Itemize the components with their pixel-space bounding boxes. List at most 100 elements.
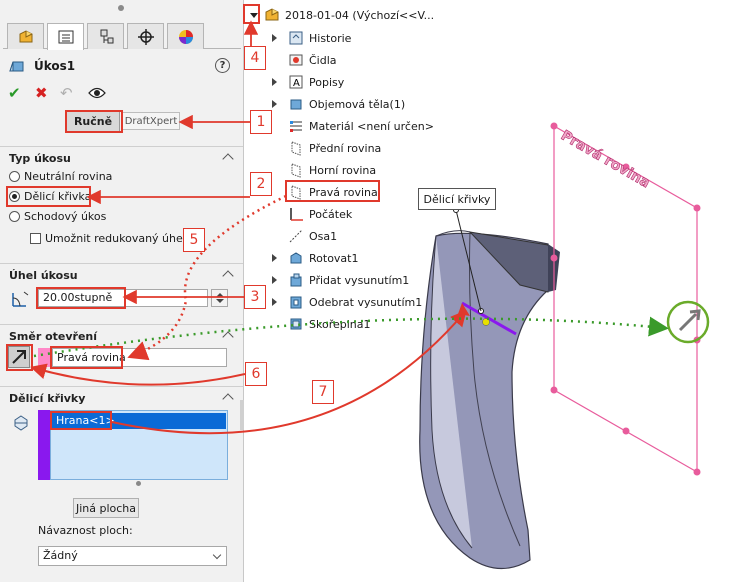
radio-neutral-plane[interactable]: Neutrální rovina — [9, 168, 112, 184]
collapse-caret-icon[interactable] — [222, 153, 234, 165]
spin-up-icon[interactable] — [216, 293, 224, 297]
revolve-icon — [290, 252, 302, 264]
list-resize-grip[interactable] — [136, 481, 141, 486]
expand-caret-icon[interactable] — [272, 34, 277, 42]
caret-down-icon[interactable] — [250, 12, 258, 18]
sensors-icon — [289, 54, 303, 66]
tree-item-label: Přední rovina — [309, 141, 382, 155]
section-title: Úhel úkosu — [9, 269, 78, 282]
radio-step-draft[interactable]: Schodový úkos — [9, 208, 106, 224]
section-title: Směr otevření — [9, 330, 98, 343]
tree-item[interactable]: A Popisy — [272, 73, 345, 91]
parting-line-tag: Dělicí křivky — [418, 188, 496, 210]
tree-item-label: Objemová těla(1) — [309, 97, 406, 111]
parting-lines-section-header[interactable]: Dělicí křivky — [0, 386, 243, 408]
panel-grip[interactable] — [118, 5, 124, 11]
tree-item-label: Materiál <není určen> — [309, 119, 434, 133]
property-manager-tab[interactable] — [47, 23, 84, 50]
face-propagation-select[interactable]: Žádný — [38, 546, 227, 566]
property-manager: Úkos1 ? ✔ ✖ ↶ Ručně DraftXpert Typ úkosu… — [0, 0, 244, 582]
draft-angle-input[interactable]: 20.00stupně — [38, 289, 208, 307]
draftxpert-button[interactable]: DraftXpert — [122, 112, 180, 130]
dimxpert-icon — [137, 28, 154, 45]
selection-color-bar — [38, 410, 50, 480]
display-manager-icon — [178, 29, 193, 44]
display-manager-tab[interactable] — [167, 23, 204, 49]
tree-item-label: Čidla — [309, 53, 337, 67]
preview-eye-icon[interactable] — [88, 86, 106, 100]
tree-item-label: Popisy — [309, 75, 345, 89]
tree-item[interactable]: Rotovat1 — [272, 249, 358, 267]
property-manager-icon — [58, 30, 73, 44]
tree-collapse-button[interactable] — [244, 6, 258, 24]
tree-item[interactable]: Přidat vysunutím1 — [272, 271, 409, 289]
dimxpert-tab[interactable] — [127, 23, 164, 49]
arrow-up-right-icon — [12, 350, 26, 364]
ok-check-icon[interactable]: ✔ — [8, 84, 21, 102]
material-icon — [290, 121, 302, 132]
collapse-caret-icon[interactable] — [222, 393, 234, 405]
extrude-boss-icon — [290, 273, 302, 287]
undo-icon[interactable]: ↶ — [60, 84, 73, 102]
expand-caret-icon[interactable] — [272, 100, 277, 108]
collapse-caret-icon[interactable] — [222, 331, 234, 343]
expand-caret-icon[interactable] — [272, 78, 277, 86]
checkbox-icon[interactable] — [30, 233, 41, 244]
parting-lines-list[interactable]: Hrana<1> — [50, 410, 228, 480]
reverse-direction-button[interactable] — [8, 346, 30, 368]
pull-direction-arrow-icon — [666, 300, 710, 344]
tree-item[interactable]: Horní rovina — [288, 161, 376, 179]
angle-spinner[interactable] — [211, 289, 228, 307]
draft-angle-section-header[interactable]: Úhel úkosu — [0, 263, 243, 285]
tree-item[interactable]: Osa1 — [288, 227, 337, 245]
tree-item[interactable]: Čidla — [288, 51, 337, 69]
tree-item[interactable]: Historie — [272, 29, 351, 47]
tree-item[interactable]: Materiál <není určen> — [288, 117, 434, 135]
plane-icon — [291, 185, 301, 200]
radio-circle-icon[interactable] — [9, 170, 20, 182]
spin-down-icon[interactable] — [216, 299, 224, 303]
tree-item[interactable]: Počátek — [288, 205, 352, 223]
chevron-down-icon[interactable] — [212, 550, 222, 560]
feature-header: Úkos1 ? — [8, 58, 236, 76]
collapse-caret-icon[interactable] — [222, 270, 234, 282]
tree-item[interactable]: Odebrat vysunutím1 — [272, 293, 422, 311]
help-icon[interactable]: ? — [215, 58, 230, 73]
feature-title: Úkos1 — [34, 59, 76, 73]
tree-item[interactable]: Přední rovina — [288, 139, 381, 157]
tree-item[interactable]: Pravá rovina — [288, 183, 378, 201]
configuration-manager-tab[interactable] — [87, 23, 124, 49]
allow-reduced-angle-checkbox[interactable]: Umožnit redukovaný úhel — [30, 232, 186, 245]
plane-label: Pravá rovina — [558, 128, 653, 192]
other-face-button[interactable]: Jiná plocha — [73, 498, 139, 518]
tree-root[interactable]: 2018-01-04 (Výchozí<<V... — [264, 6, 434, 24]
callout-7: 7 — [312, 380, 334, 404]
tree-item[interactable]: Objemová těla(1) — [272, 95, 406, 113]
svg-text:A: A — [293, 78, 300, 89]
radio-parting-line[interactable]: Dělicí křivka — [9, 188, 91, 204]
pull-direction-field[interactable]: Pravá rovina — [52, 348, 227, 367]
feature-manager-tab[interactable] — [7, 23, 44, 49]
panel-splitter[interactable] — [240, 400, 244, 430]
tree-item-label: Počátek — [309, 207, 353, 221]
solid-bodies-icon — [290, 99, 302, 110]
cancel-x-icon[interactable]: ✖ — [35, 84, 48, 102]
radio-circle-icon[interactable] — [9, 210, 20, 222]
expand-caret-icon[interactable] — [272, 298, 277, 306]
shell-icon — [290, 318, 302, 330]
radio-selected-icon[interactable] — [9, 190, 20, 202]
manual-button[interactable]: Ručně — [66, 110, 120, 132]
plane-icon — [291, 141, 301, 156]
pull-direction-section-header[interactable]: Směr otevření — [0, 324, 243, 346]
draft-angle-icon — [12, 291, 29, 307]
expand-caret-icon[interactable] — [272, 276, 277, 284]
section-title: Dělicí křivky — [9, 392, 86, 405]
draft-type-section-header[interactable]: Typ úkosu — [0, 146, 243, 168]
list-item[interactable]: Hrana<1> — [52, 413, 226, 429]
selection-color-swatch — [38, 348, 50, 367]
part-icon — [265, 8, 279, 21]
tree-item[interactable]: Skořepina1 — [288, 315, 371, 333]
expand-caret-icon[interactable] — [272, 254, 277, 262]
configuration-manager-icon — [100, 29, 113, 43]
